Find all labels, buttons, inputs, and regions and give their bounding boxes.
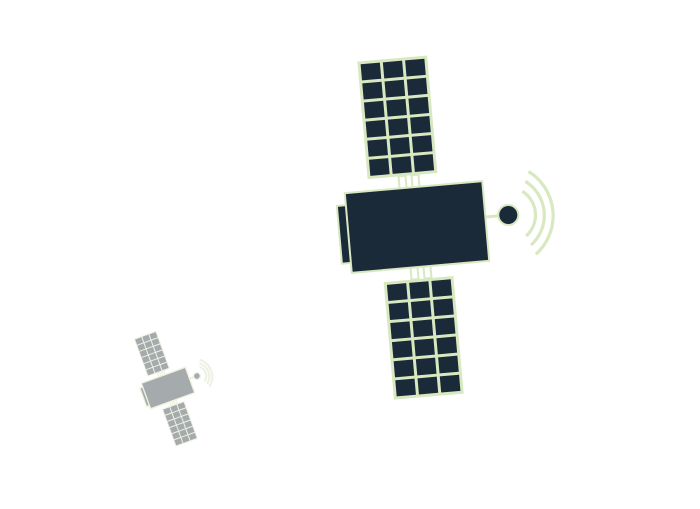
solar-cell: [405, 58, 426, 77]
solar-cell: [160, 362, 169, 371]
solar-cell: [433, 298, 454, 317]
solar-cell: [414, 338, 435, 357]
solar-cell: [387, 117, 409, 136]
solar-cell: [174, 417, 183, 425]
solar-cell: [417, 376, 439, 395]
solar-cell: [139, 349, 148, 357]
solar-cell: [363, 100, 385, 119]
solar-cell: [163, 407, 172, 415]
solar-cell: [360, 62, 382, 81]
solar-cell: [153, 365, 162, 373]
solar-cell: [184, 420, 193, 428]
solar-cell: [393, 359, 415, 378]
solar-cell: [170, 404, 179, 413]
solar-cell: [395, 378, 416, 397]
solar-cell: [410, 300, 432, 319]
solar-cell: [151, 338, 160, 346]
solar-cell: [177, 402, 186, 410]
solar-cell: [144, 340, 153, 349]
solar-cell: [413, 154, 435, 172]
large-satellite-dish: [497, 203, 520, 226]
solar-cell: [144, 361, 153, 370]
small-satellite-top-solar-panel: [133, 330, 170, 377]
small-satellite-bottom-solar-panel: [161, 400, 198, 447]
solar-cell: [365, 119, 387, 138]
solar-cell: [146, 346, 155, 355]
solar-cell: [158, 356, 167, 364]
solar-cell: [436, 336, 458, 355]
signal-waves-icon: [199, 358, 214, 388]
large-satellite-bottom-solar-panel: [383, 276, 464, 400]
solar-cell: [174, 438, 183, 446]
solar-cell: [149, 332, 158, 340]
solar-cell: [181, 435, 190, 443]
solar-cell: [438, 355, 459, 374]
signal-wave: [524, 180, 546, 247]
solar-cell: [391, 156, 412, 174]
solar-cell: [148, 353, 158, 361]
solar-cell: [137, 343, 146, 351]
solar-cell: [411, 135, 433, 153]
solar-cell: [391, 340, 413, 359]
solar-cell: [368, 158, 390, 176]
solar-cell: [181, 414, 190, 422]
solar-cell: [386, 283, 408, 301]
signal-wave: [521, 189, 538, 238]
solar-cell: [172, 410, 181, 419]
solar-cell: [406, 77, 428, 96]
small-satellite-body: [140, 366, 196, 410]
solar-cell: [412, 319, 434, 338]
solar-cell: [384, 79, 406, 98]
solar-cell: [153, 344, 162, 352]
solar-cell: [142, 334, 151, 343]
solar-cell: [169, 425, 178, 434]
large-satellite-body: [343, 180, 491, 274]
solar-cell: [434, 317, 456, 336]
small-satellite-icon: [133, 330, 214, 447]
solar-cell: [415, 357, 437, 376]
signal-wave: [199, 362, 211, 385]
solar-cell: [389, 137, 411, 155]
solar-cell: [172, 431, 181, 440]
solar-cell: [408, 96, 430, 115]
signal-waves-icon: [521, 170, 555, 256]
solar-cell: [431, 279, 453, 298]
solar-cell: [179, 429, 188, 437]
small-satellite-dish: [192, 371, 202, 381]
solar-cell: [367, 138, 388, 157]
solar-cell: [141, 355, 150, 364]
solar-cell: [390, 321, 411, 340]
solar-cell: [151, 359, 160, 367]
solar-cell: [156, 350, 165, 358]
solar-cell: [179, 408, 188, 416]
solar-cell: [167, 419, 176, 428]
solar-cell: [165, 413, 174, 421]
solar-cell: [409, 281, 430, 299]
solar-cell: [362, 81, 383, 100]
solar-cell: [188, 432, 197, 441]
large-satellite-top-solar-panel: [357, 55, 438, 180]
signal-wave: [199, 365, 208, 382]
solar-cell: [186, 426, 195, 435]
solar-cell: [410, 115, 431, 134]
small-satellite-antenna-arm: [189, 376, 195, 380]
solar-cell: [146, 367, 155, 376]
solar-cell: [386, 98, 407, 117]
solar-cell: [388, 302, 410, 321]
solar-cell: [135, 337, 144, 345]
solar-cell: [177, 423, 186, 431]
signal-wave: [199, 358, 214, 388]
large-satellite-icon: [335, 55, 555, 400]
large-satellite-antenna-arm: [485, 214, 499, 219]
solar-cell: [382, 60, 404, 79]
solar-cell: [439, 374, 461, 393]
